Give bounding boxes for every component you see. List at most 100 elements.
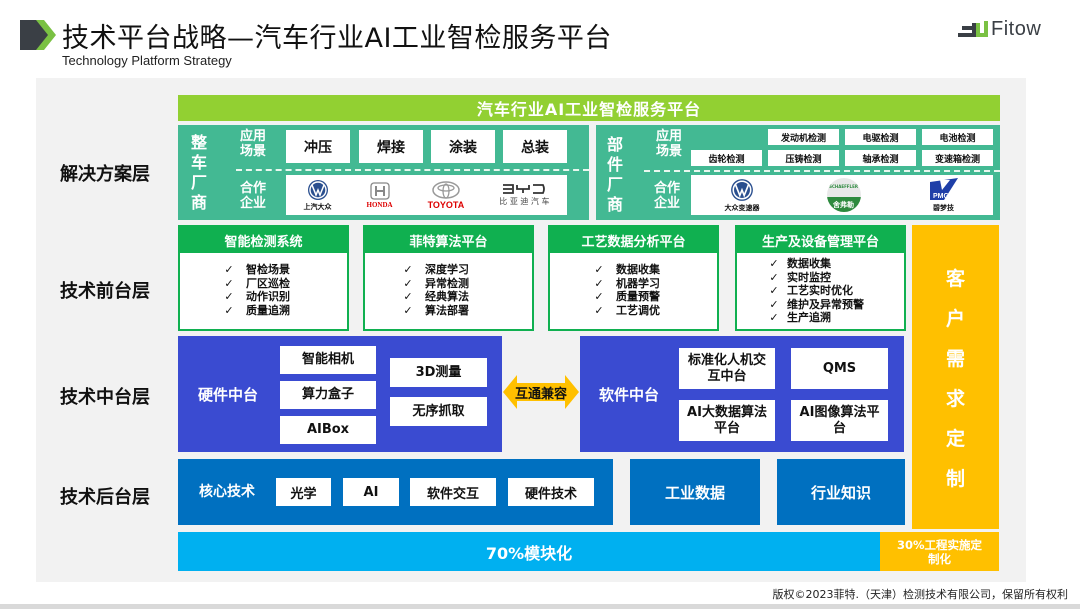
software-box-qms: QMS — [791, 348, 888, 389]
toyota-logo-icon — [432, 180, 460, 199]
parts-scenario-battery: 电池检测 — [922, 129, 993, 145]
front-platform-list: ✓数据收集 ✓实时监控 ✓工艺实时优化 ✓维护及异常预警 ✓生产追溯 — [737, 253, 904, 325]
pmg-logo-icon: PMG — [929, 177, 958, 200]
front-platform-algorithm: 菲特算法平台 ✓深度学习 ✓异常检测 ✓经典算法 ✓算法部署 — [363, 225, 534, 331]
parts-panel: 部 件 厂 商 应用 场景 合作 企业 发动机检测 电驱检测 电池检测 齿轮检测… — [596, 125, 1000, 220]
list-item: ✓工艺实时优化 — [765, 284, 904, 298]
modular-bar: 70%模块化 — [178, 532, 880, 571]
layer-label-solution: 解决方案层 — [60, 164, 150, 185]
title-arrow-icon — [20, 20, 56, 50]
interop-arrow: 互通兼容 — [503, 375, 579, 409]
parts-scenario-label: 应用 场景 — [656, 129, 683, 159]
list-item: ✓数据收集 — [765, 257, 904, 271]
front-platform-list: ✓智检场景 ✓厂区巡检 ✓动作识别 ✓质量追溯 — [180, 253, 347, 317]
footer-divider — [0, 604, 1080, 609]
parts-partner-label: 合作 企业 — [654, 181, 681, 211]
front-platform-title: 工艺数据分析平台 — [550, 227, 717, 253]
list-item: ✓生产追溯 — [765, 311, 904, 325]
software-box-ai-image: AI图像算法平台 — [791, 400, 888, 441]
front-platform-process-data: 工艺数据分析平台 ✓数据收集 ✓机器学习 ✓质量预警 ✓工艺调优 — [548, 225, 719, 331]
fitow-logo: Fitow — [958, 16, 1058, 42]
partner-pmg: PMG 碧梦技 — [928, 177, 960, 213]
hardware-box-bin-picking: 无序抓取 — [390, 397, 487, 426]
platform-banner: 汽车行业AI工业智检服务平台 — [178, 95, 1000, 121]
core-tech-optics: 光学 — [276, 478, 331, 506]
software-box-hmi: 标准化人机交互中台 — [679, 348, 775, 389]
core-tech-software: 软件交互 — [410, 478, 496, 506]
list-item: ✓实时监控 — [765, 271, 904, 285]
check-icon: ✓ — [594, 276, 604, 290]
check-icon: ✓ — [224, 290, 234, 303]
oem-panel: 整 车 厂 商 应用 场景 合作 企业 冲压 焊接 涂装 总装 上汽大众 HON… — [178, 125, 589, 220]
layer-label-front: 技术前台层 — [60, 281, 150, 302]
list-item: ✓深度学习 — [399, 263, 532, 277]
list-item: ✓算法部署 — [399, 304, 532, 318]
check-icon: ✓ — [594, 290, 604, 303]
copyright-text: 版权©2023菲特.（天津）检测技术有限公司，保留所有权利 — [772, 588, 1069, 601]
list-item: ✓厂区巡检 — [220, 277, 347, 291]
parts-scenario-gear: 齿轮检测 — [691, 150, 762, 166]
check-icon: ✓ — [769, 311, 779, 324]
core-tech-ai: AI — [343, 478, 399, 506]
page-subtitle: Technology Platform Strategy — [62, 53, 232, 68]
check-icon: ✓ — [403, 276, 413, 290]
oem-partner-label: 合作 企业 — [240, 181, 267, 211]
list-item: ✓工艺调优 — [590, 304, 717, 318]
custom-implementation-bar: 30%工程实施定制化 — [880, 532, 999, 571]
list-item: ✓质量追溯 — [220, 304, 347, 318]
partner-schaeffler: SCHAEFFLER 舍弗勒 — [826, 178, 861, 212]
parts-scenario-gearbox: 变速箱检测 — [922, 150, 993, 166]
front-platform-title: 菲特算法平台 — [365, 227, 532, 253]
list-item: ✓异常检测 — [399, 277, 532, 291]
check-icon: ✓ — [224, 263, 234, 276]
svg-text:PMG: PMG — [933, 193, 950, 200]
check-icon: ✓ — [403, 290, 413, 303]
check-icon: ✓ — [594, 263, 604, 276]
list-item: ✓智检场景 — [220, 263, 347, 277]
layer-label-back: 技术后台层 — [60, 487, 150, 508]
industry-knowledge-box: 行业知识 — [777, 459, 905, 525]
hardware-box-aibox: AIBox — [280, 416, 376, 444]
front-platform-inspection: 智能检测系统 ✓智检场景 ✓厂区巡检 ✓动作识别 ✓质量追溯 — [178, 225, 349, 331]
software-label: 软件中台 — [599, 386, 660, 404]
hardware-label: 硬件中台 — [198, 386, 259, 404]
software-box-ai-bigdata: AI大数据算法平台 — [679, 400, 775, 441]
parts-scenario-bearing: 轴承检测 — [845, 150, 916, 166]
check-icon: ✓ — [224, 276, 234, 290]
check-icon: ✓ — [769, 257, 779, 270]
front-platform-production: 生产及设备管理平台 ✓数据收集 ✓实时监控 ✓工艺实时优化 ✓维护及异常预警 ✓… — [735, 225, 906, 331]
byd-logo-icon — [503, 184, 546, 194]
partner-svw: 上汽大众 — [304, 179, 332, 212]
schaeffler-logo-icon: SCHAEFFLER 舍弗勒 — [826, 178, 861, 212]
software-middle-platform: 软件中台 标准化人机交互中台 QMS AI大数据算法平台 AI图像算法平台 — [580, 336, 904, 452]
hardware-box-3d-measure: 3D测量 — [390, 358, 487, 387]
list-item: ✓经典算法 — [399, 290, 532, 304]
oem-scenario-stamping: 冲压 — [286, 130, 350, 163]
check-icon: ✓ — [403, 303, 413, 317]
partner-vw-transmission: 大众变速器 — [725, 178, 760, 213]
oem-vertical-label: 整 车 厂 商 — [190, 133, 207, 212]
partner-toyota: TOYOTA — [428, 180, 464, 210]
parts-partner-logos: 大众变速器 SCHAEFFLER 舍弗勒 PMG 碧梦技 — [691, 175, 993, 215]
list-item: ✓质量预警 — [590, 290, 717, 304]
industrial-data-box: 工业数据 — [630, 459, 760, 525]
check-icon: ✓ — [224, 303, 234, 317]
front-platform-list: ✓深度学习 ✓异常检测 ✓经典算法 ✓算法部署 — [365, 253, 532, 317]
front-platform-title: 智能检测系统 — [180, 227, 347, 253]
front-platform-list: ✓数据收集 ✓机器学习 ✓质量预警 ✓工艺调优 — [550, 253, 717, 317]
list-item: ✓数据收集 — [590, 263, 717, 277]
list-item: ✓动作识别 — [220, 290, 347, 304]
parts-vertical-label: 部 件 厂 商 — [606, 135, 623, 214]
list-item: ✓机器学习 — [590, 277, 717, 291]
parts-scenario-engine: 发动机检测 — [768, 129, 839, 145]
layer-label-middle: 技术中台层 — [60, 387, 150, 408]
oem-partner-logos: 上汽大众 HONDA TOYOTA 比 亚 迪 汽 车 — [286, 175, 567, 215]
core-technology-panel: 核心技术 光学 AI 软件交互 硬件技术 — [178, 459, 613, 525]
check-icon: ✓ — [769, 270, 779, 284]
customer-demand-column: 客 户 需 求 定 制 — [912, 225, 999, 529]
core-tech-label: 核心技术 — [199, 484, 255, 500]
parts-scenario-edrive: 电驱检测 — [845, 129, 916, 145]
logo-text: Fitow — [991, 17, 1042, 40]
interop-label: 互通兼容 — [514, 386, 567, 402]
oem-scenario-label: 应用 场景 — [240, 129, 267, 159]
